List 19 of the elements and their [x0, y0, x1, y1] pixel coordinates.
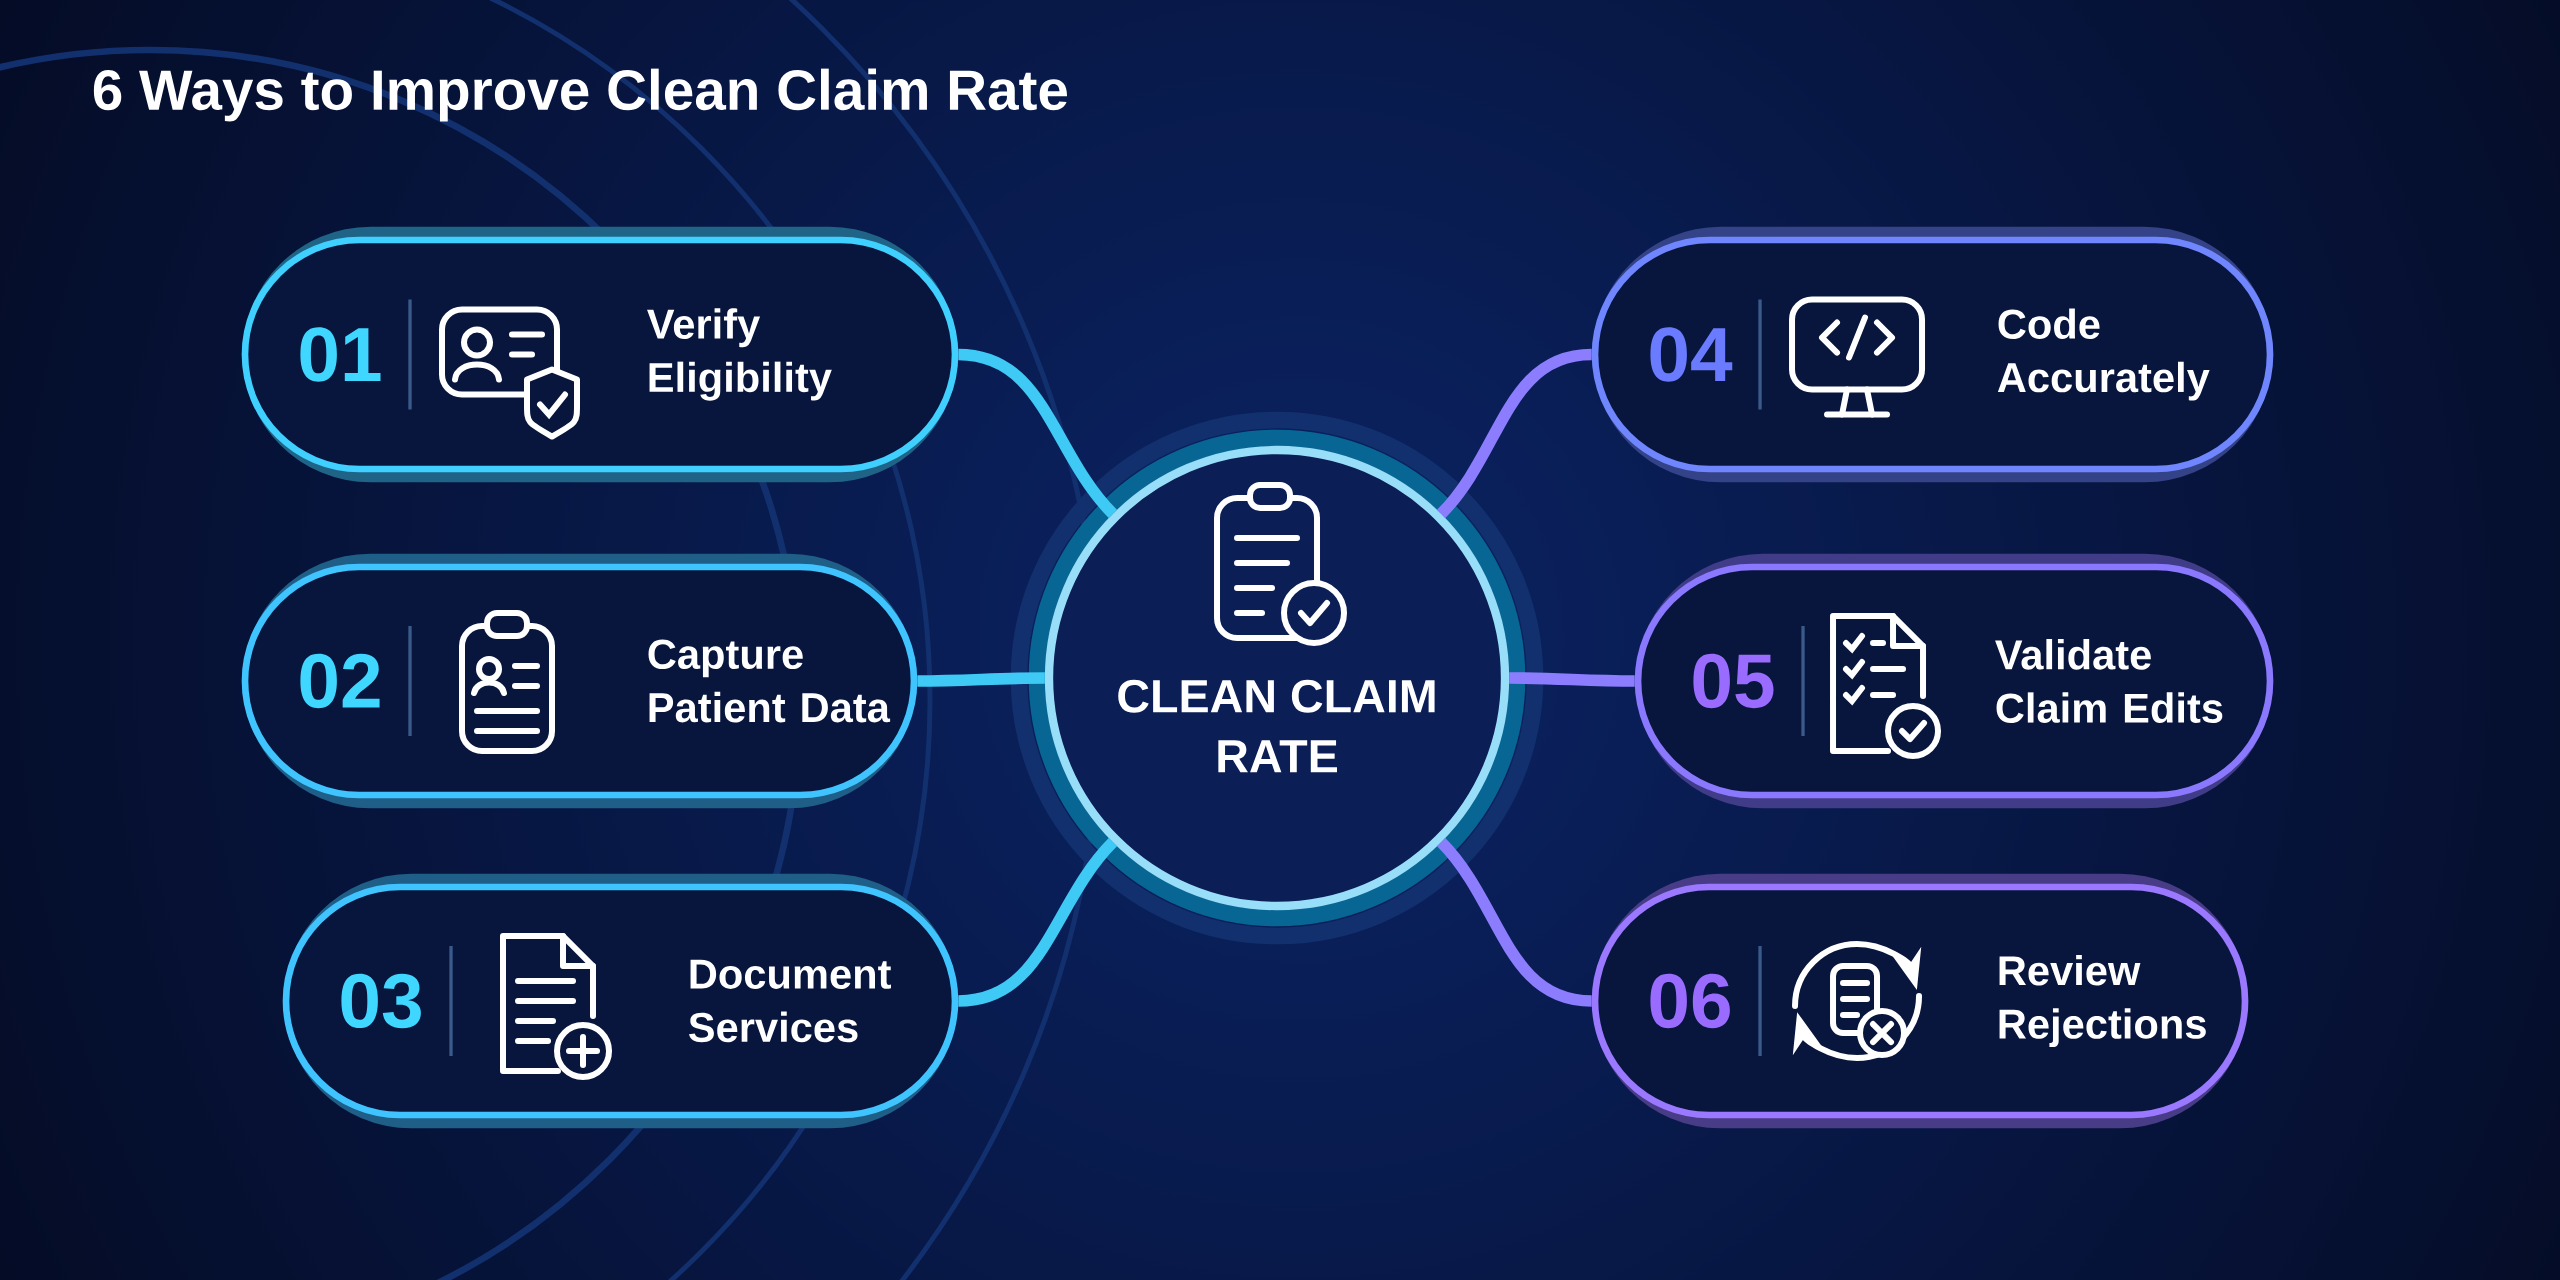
step-label: Validate Claim Edits — [1995, 639, 2223, 723]
connector-line — [957, 838, 1118, 1007]
title: 6 Ways to Improve Clean Claim Rate — [93, 68, 1067, 122]
step-number: 05 — [1693, 653, 1774, 709]
connector-line — [957, 348, 1118, 518]
step-number: 01 — [300, 327, 381, 382]
step-label: Code Accurately — [1997, 308, 2210, 401]
connector-line — [1436, 838, 1593, 1007]
step-label: Document Services — [689, 959, 891, 1043]
step-number: 03 — [341, 973, 421, 1029]
step-label: Capture Patient Data — [648, 639, 891, 723]
connector-line — [1436, 348, 1593, 518]
connector-line — [1509, 672, 1635, 687]
step-label: Review Rejections — [1999, 954, 2206, 1048]
connector-line — [917, 672, 1045, 687]
step-number: 02 — [300, 653, 380, 709]
step-label: Verify Eligibility — [647, 308, 832, 401]
step-number: 06 — [1650, 973, 1730, 1029]
step-number: 04 — [1650, 327, 1733, 382]
